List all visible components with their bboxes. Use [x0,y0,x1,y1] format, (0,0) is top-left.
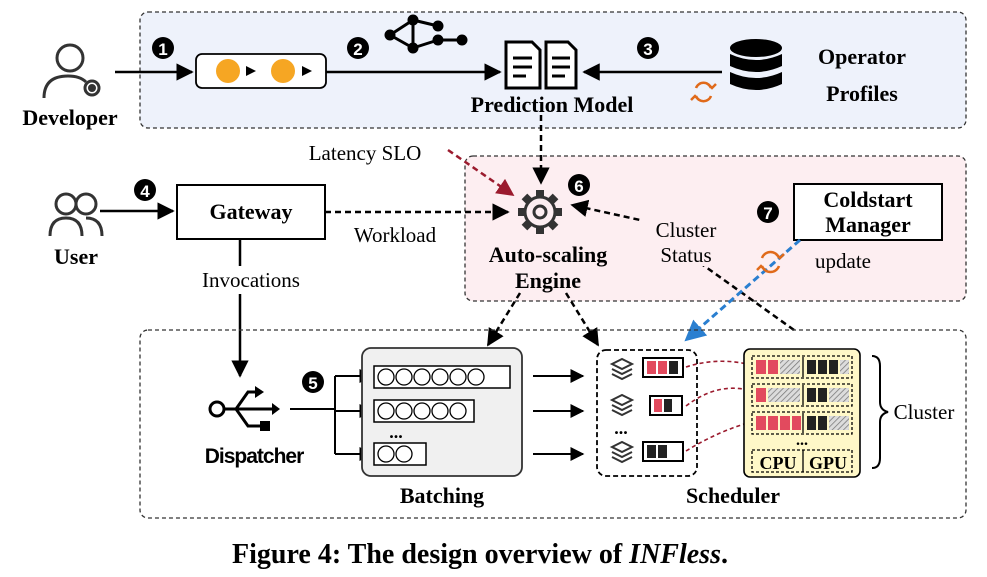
developer-label: Developer [22,105,118,130]
batching-ellipsis: ... [389,422,403,442]
operator-profiles-label-line1: Operator [818,44,906,69]
cluster-label: Cluster [894,400,955,424]
invocations-label: Invocations [202,268,300,292]
caption-prefix: Figure 4: The design overview of [232,539,629,570]
cpu-label: CPU [760,453,797,473]
prediction-model-label: Prediction Model [471,92,634,117]
prediction-model-icon [504,40,578,90]
batch-queue-1 [373,365,511,389]
scheduler-label: Scheduler [686,483,780,508]
scheduler-slot-1 [642,357,684,378]
batch-queue-3 [373,442,427,466]
user-label: User [54,244,98,269]
step-4-badge [134,179,156,201]
step-5-number: 5 [308,374,317,393]
update-refresh-icon [756,250,785,274]
step-3-number: 3 [643,40,652,59]
step-5-badge [302,371,324,393]
step-6-number: 6 [574,177,583,196]
layers-icon [609,440,635,464]
step-7-number: 7 [763,204,772,223]
scheduler-slot-3 [642,441,684,462]
batch-queue-2 [373,399,475,423]
coldstart-manager-box [793,183,943,241]
gpu-label: GPU [809,453,847,473]
cluster-node-2 [751,383,853,407]
coldstart-label-line2: Manager [825,212,911,237]
dispatcher-label: Dispatcher [205,445,304,468]
cluster-status-label-line1: Cluster [656,218,717,242]
layers-icon [609,357,635,381]
batching-label: Batching [400,483,484,508]
operator-profiles-label-line2: Profiles [826,81,898,106]
step-7-badge [757,201,779,223]
caption-suffix: . [721,539,728,570]
update-label: update [815,249,871,273]
cluster-node-1 [751,355,853,379]
cluster-status-label-line2: Status [660,243,711,267]
dispatcher-icon [208,386,280,431]
user-icon [48,192,104,237]
coldstart-label-line1: Coldstart [823,187,913,212]
cluster-box [743,348,861,478]
step-2-badge [347,37,369,59]
cluster-ellipsis: ... [796,432,808,449]
cluster-brace [871,355,889,469]
step-6-badge [568,174,590,196]
latency-slo-label: Latency SLO [309,141,422,165]
gateway-box [176,184,326,240]
scheduler-ellipsis: ... [614,418,628,438]
scheduler-slot-2 [649,395,683,416]
figure-caption: Figure 4: The design overview of INFless… [232,539,728,570]
developer-icon [42,43,101,99]
engine-label-line1: Auto-scaling [489,242,608,267]
workload-label: Workload [354,223,437,247]
dag-graph-icon [384,14,468,54]
cluster-node-3 [751,411,853,435]
gateway-label: Gateway [209,199,292,224]
database-icon [730,39,782,90]
step-1-number: 1 [158,40,167,59]
layers-icon [609,393,635,417]
step-3-badge [637,37,659,59]
refresh-icon [690,81,717,103]
workflow-node-1 [216,59,240,83]
step-4-number: 4 [140,182,150,201]
engine-label-line2: Engine [515,268,581,293]
step-1-badge [152,37,174,59]
caption-emphasis: INFless [628,539,721,570]
workflow-node-2 [271,59,295,83]
step-2-number: 2 [353,40,362,59]
